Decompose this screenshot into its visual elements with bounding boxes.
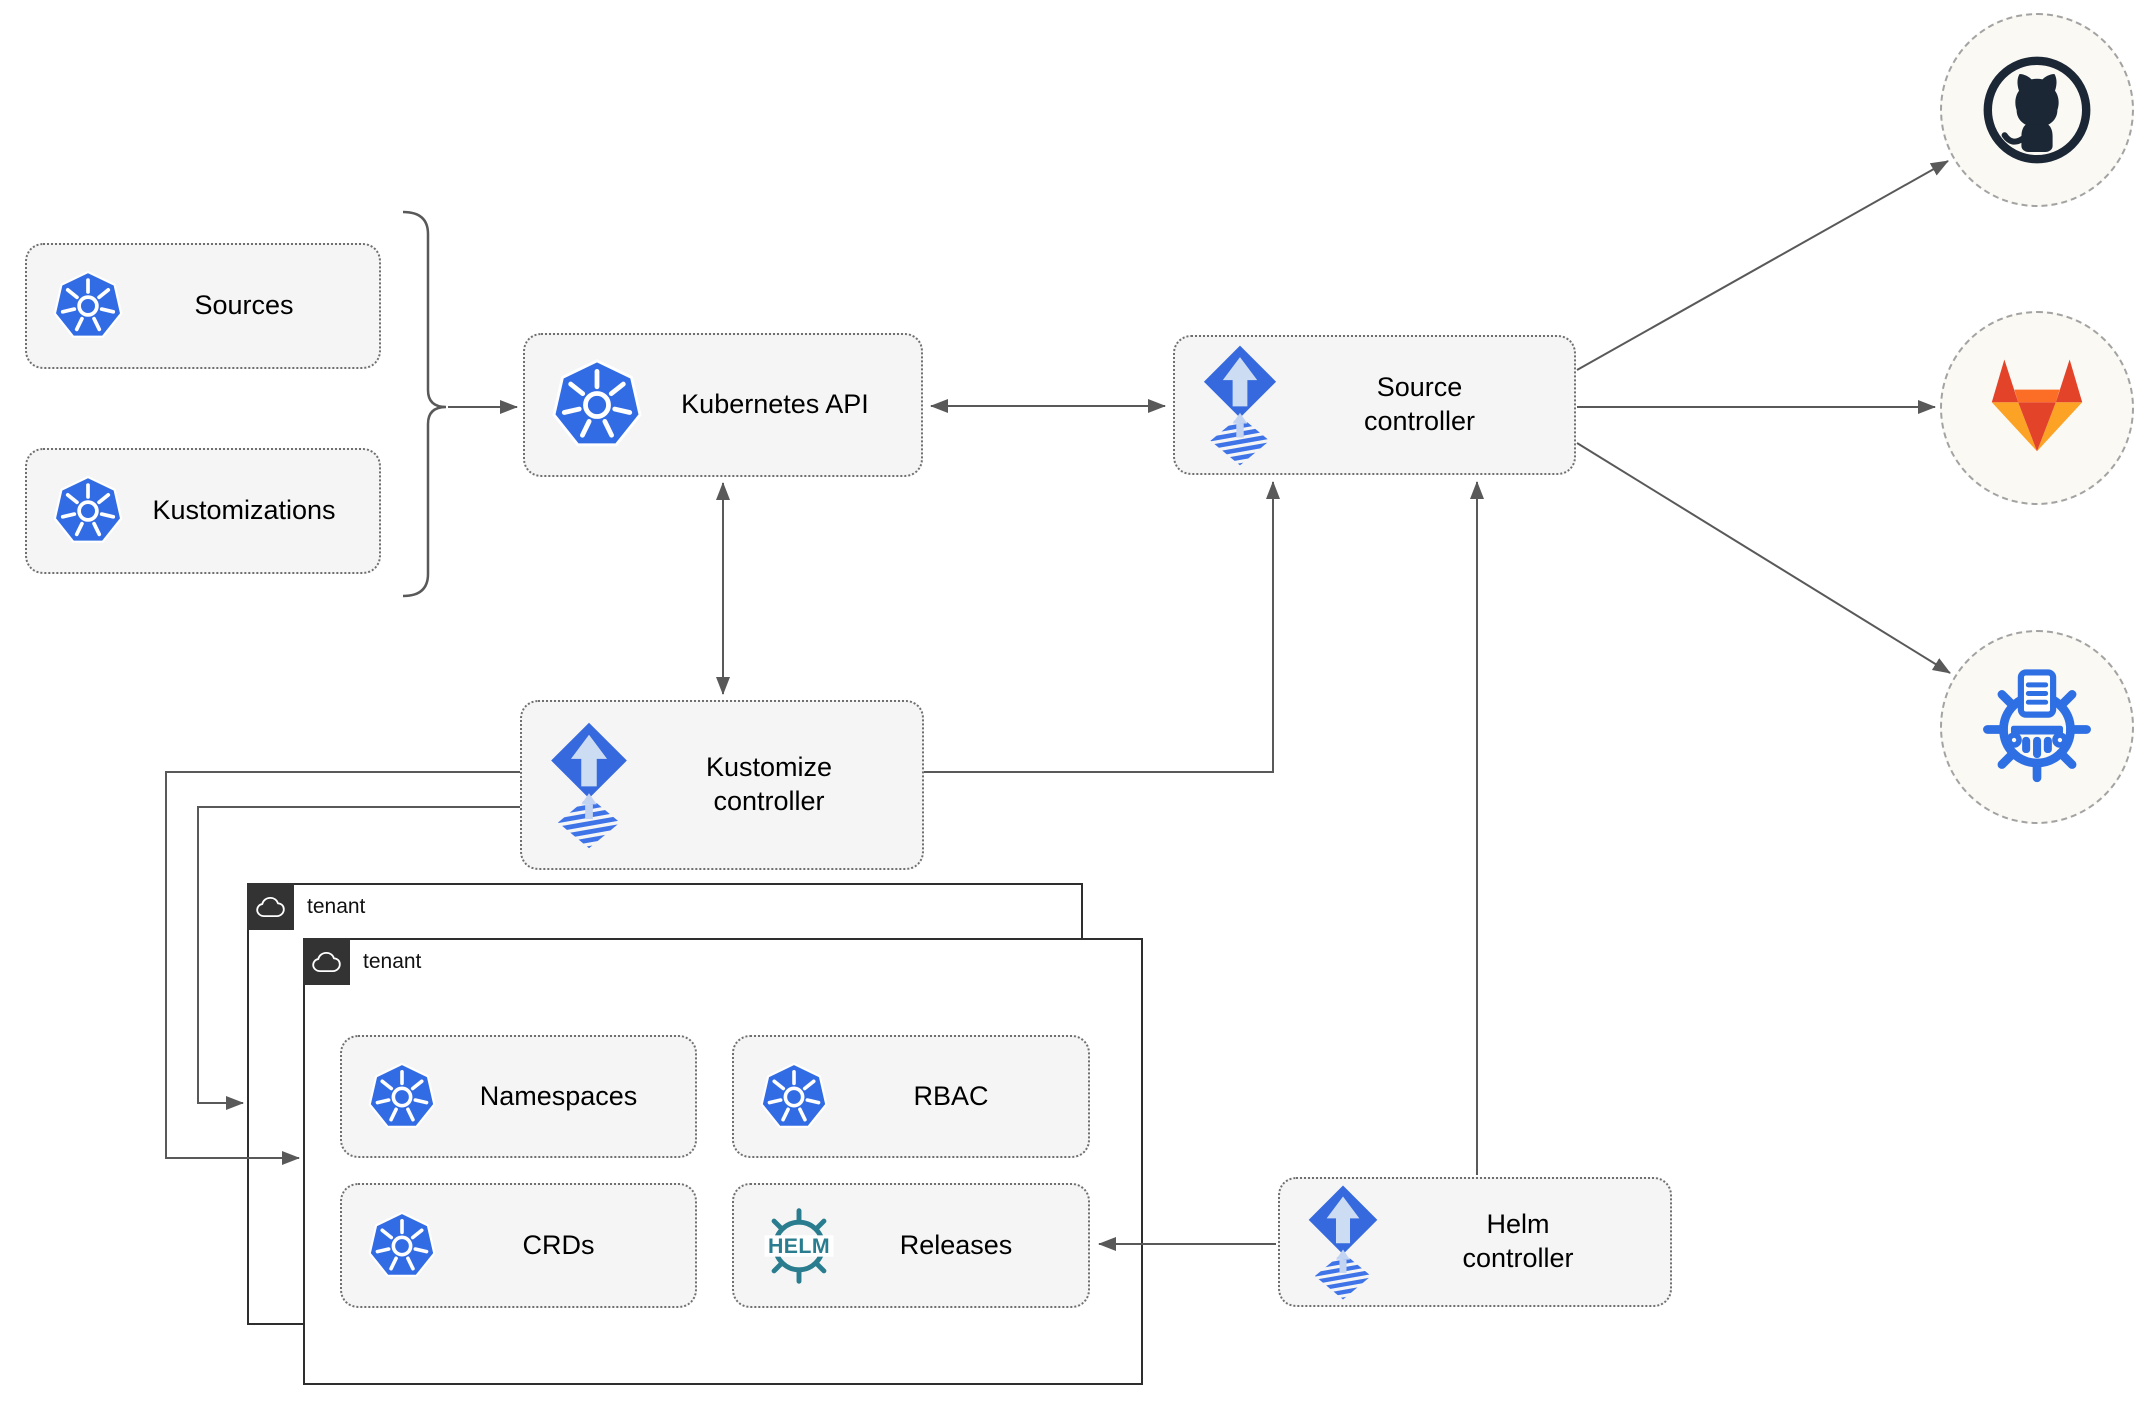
node-label: RBAC	[913, 1080, 989, 1111]
node-label: Kustomize controller	[705, 752, 833, 816]
kubernetes-icon	[366, 1061, 438, 1133]
gitlab-endpoint	[1940, 311, 2134, 505]
node-label: Namespaces	[479, 1080, 638, 1111]
helm-icon	[758, 1205, 840, 1287]
tenant-label: tenant	[307, 895, 366, 918]
node-releases: Releases	[732, 1183, 1090, 1308]
chartmuseum-endpoint	[1940, 630, 2134, 824]
node-label: Helm controller	[1462, 1209, 1574, 1273]
gitlab-logo-icon	[1974, 352, 2100, 465]
kubernetes-icon	[366, 1210, 438, 1282]
kubernetes-icon	[51, 269, 125, 343]
node-label: Sources	[194, 290, 294, 321]
github-logo-icon	[1977, 50, 2097, 170]
flux-icon	[1199, 344, 1281, 467]
kubernetes-icon	[51, 474, 125, 548]
flux-icon	[1304, 1184, 1382, 1301]
node-kustomizations: Kustomizations	[25, 448, 381, 574]
node-sources: Sources	[25, 243, 381, 369]
node-helm-controller: Helm controller	[1278, 1177, 1672, 1307]
tenant-group-inner: tenant	[303, 938, 1143, 1385]
node-label: Source controller	[1363, 372, 1476, 436]
tenant-tab-inner	[303, 938, 350, 985]
node-label: Kubernetes API	[681, 389, 869, 420]
node-rbac: RBAC	[732, 1035, 1090, 1158]
cloud-icon	[255, 894, 286, 920]
kubernetes-icon	[549, 357, 645, 453]
arrow-kustomize-controller-to-source-controller	[924, 481, 1280, 773]
node-namespaces: Namespaces	[340, 1035, 697, 1158]
kubernetes-icon	[758, 1061, 830, 1133]
chartmuseum-logo-icon	[1975, 665, 2099, 789]
node-label: CRDs	[522, 1229, 595, 1260]
flux-icon	[546, 721, 632, 850]
node-crds: CRDs	[340, 1183, 697, 1308]
tenant-tab-outer	[247, 883, 294, 930]
tenant-label: tenant	[363, 950, 422, 973]
node-kustomize-controller: Kustomize controller	[520, 700, 924, 870]
node-label: Releases	[899, 1229, 1013, 1260]
node-kubernetes-api: Kubernetes API	[523, 333, 923, 477]
brace-sources-kustomizations	[402, 210, 447, 598]
cloud-icon	[311, 949, 342, 975]
node-source-controller: Source controller	[1173, 335, 1576, 475]
arrow-source-controller-to-github	[1576, 160, 1949, 371]
github-endpoint	[1940, 13, 2134, 207]
node-label: Kustomizations	[152, 495, 336, 526]
arrow-source-controller-to-chartmuseum	[1576, 442, 1951, 674]
